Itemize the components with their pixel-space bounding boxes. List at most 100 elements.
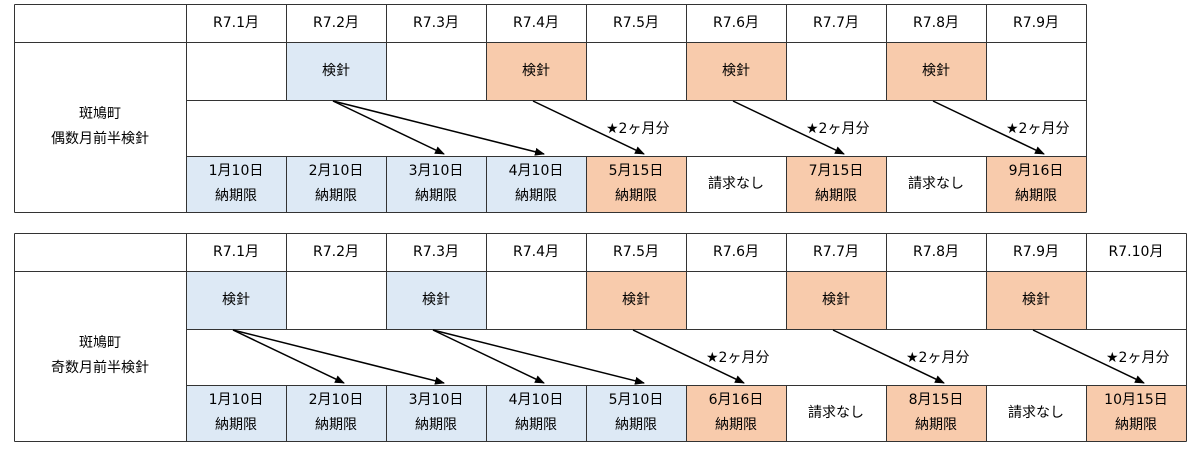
meter-reading-cell (586, 42, 686, 100)
meter-reading-cell: 検針 (486, 42, 586, 100)
due-date-cell: 9月16日納期限 (986, 156, 1086, 212)
due-date-line: 納期限 (215, 417, 257, 433)
meter-reading-cell (686, 271, 786, 329)
month-header: R7.9月 (986, 4, 1086, 42)
two-month-note-text: ★2ヶ月分 (1106, 350, 1170, 366)
two-month-note: ★2ヶ月分 (806, 118, 869, 138)
billing-arrow (432, 329, 545, 384)
meter-reading-cell: 検針 (886, 42, 986, 100)
row-title-line: 斑鳩町 (79, 106, 121, 122)
due-date-line: 8月15日 (908, 392, 964, 408)
due-date-line: 2月10日 (308, 163, 364, 179)
meter-reading-label: 検針 (1022, 291, 1050, 308)
due-date-line: 納期限 (315, 417, 357, 433)
two-month-note-text: ★2ヶ月分 (1006, 121, 1070, 137)
due-date-cell: 5月10日納期限 (586, 385, 686, 441)
due-date-cell: 請求なし (886, 156, 986, 212)
due-date-line: 2月10日 (308, 392, 364, 408)
meter-reading-cell (1086, 271, 1186, 329)
month-label: R7.6月 (713, 14, 759, 31)
meter-reading-cell: 検針 (986, 271, 1086, 329)
meter-reading-cell: 検針 (586, 271, 686, 329)
due-date-cell: 請求なし (986, 385, 1086, 441)
meter-reading-cell: 検針 (186, 271, 286, 329)
due-date-line: 請求なし (808, 404, 864, 421)
due-date-line: 請求なし (1008, 404, 1064, 421)
meter-reading-label: 検針 (422, 291, 450, 308)
meter-reading-cell: 検針 (286, 42, 386, 100)
month-header: R7.8月 (886, 233, 986, 271)
due-date-line: 5月15日 (608, 163, 664, 179)
row-title-line: 偶数月前半検針 (51, 131, 149, 147)
due-date-cell: 3月10日納期限 (386, 156, 486, 212)
due-date-line: 請求なし (908, 175, 964, 192)
row-title-line: 斑鳩町 (79, 335, 121, 351)
meter-reading-label: 検針 (722, 62, 750, 79)
two-month-note: ★2ヶ月分 (1006, 118, 1069, 138)
due-date-line: 納期限 (415, 188, 457, 204)
two-month-note-text: ★2ヶ月分 (606, 121, 670, 137)
month-header: R7.9月 (986, 233, 1086, 271)
month-label: R7.1月 (213, 14, 259, 31)
month-header: R7.10月 (1086, 233, 1186, 271)
billing-arrow (432, 329, 645, 385)
due-date-cell: 6月16日納期限 (686, 385, 786, 441)
month-label: R7.4月 (513, 14, 559, 31)
month-header: R7.6月 (686, 233, 786, 271)
due-date-line: 請求なし (708, 175, 764, 192)
month-header: R7.2月 (286, 233, 386, 271)
due-date-line: 納期限 (315, 188, 357, 204)
meter-reading-cell: 検針 (686, 42, 786, 100)
month-header: R7.8月 (886, 4, 986, 42)
billing-arrow (332, 100, 545, 156)
due-date-cell: 10月15日納期限 (1086, 385, 1186, 441)
meter-reading-label: 検針 (322, 62, 350, 79)
month-header: R7.4月 (486, 4, 586, 42)
due-date-line: 1月10日 (208, 392, 264, 408)
month-label: R7.8月 (913, 14, 959, 31)
schedule-table: 斑鳩町偶数月前半検針 R7.1月 1月10日納期限 R7.2月検針 2月10日納期限 R7… (14, 4, 1087, 213)
due-date-line: 納期限 (615, 188, 657, 204)
due-date-line: 3月10日 (408, 163, 464, 179)
due-date-line: 納期限 (215, 188, 257, 204)
row-title-line: 奇数月前半検針 (51, 360, 149, 376)
due-date-line: 6月16日 (708, 392, 764, 408)
meter-reading-label: 検針 (922, 62, 950, 79)
meter-reading-cell (386, 42, 486, 100)
month-header: R7.7月 (786, 4, 886, 42)
due-date-line: 10月15日 (1104, 392, 1168, 408)
month-header: R7.5月 (586, 4, 686, 42)
due-date-cell: 4月10日納期限 (486, 385, 586, 441)
due-date-cell: 4月10日納期限 (486, 156, 586, 212)
due-date-line: 納期限 (515, 417, 557, 433)
month-label: R7.9月 (1013, 14, 1059, 31)
month-label: R7.9月 (1013, 243, 1059, 260)
due-date-cell: 2月10日納期限 (286, 156, 386, 212)
due-date-line: 4月10日 (508, 163, 564, 179)
two-month-note: ★2ヶ月分 (906, 347, 969, 367)
two-month-note-text: ★2ヶ月分 (706, 350, 770, 366)
two-month-note: ★2ヶ月分 (706, 347, 769, 367)
due-date-cell: 7月15日納期限 (786, 156, 886, 212)
month-header: R7.2月 (286, 4, 386, 42)
two-month-note-text: ★2ヶ月分 (806, 121, 870, 137)
meter-reading-cell: 検針 (786, 271, 886, 329)
meter-reading-label: 検針 (522, 62, 550, 79)
due-date-line: 5月10日 (608, 392, 664, 408)
month-label: R7.4月 (513, 243, 559, 260)
due-date-cell: 1月10日納期限 (186, 156, 286, 212)
due-date-cell: 8月15日納期限 (886, 385, 986, 441)
month-header: R7.3月 (386, 4, 486, 42)
month-label: R7.3月 (413, 14, 459, 31)
meter-reading-cell (986, 42, 1086, 100)
due-date-line: 7月15日 (808, 163, 864, 179)
month-label: R7.7月 (813, 14, 859, 31)
two-month-note: ★2ヶ月分 (606, 118, 669, 138)
due-date-cell: 3月10日納期限 (386, 385, 486, 441)
month-header: R7.3月 (386, 233, 486, 271)
due-date-line: 納期限 (915, 417, 957, 433)
two-month-note-text: ★2ヶ月分 (906, 350, 970, 366)
month-header: R7.1月 (186, 4, 286, 42)
due-date-line: 納期限 (815, 188, 857, 204)
due-date-cell: 請求なし (686, 156, 786, 212)
